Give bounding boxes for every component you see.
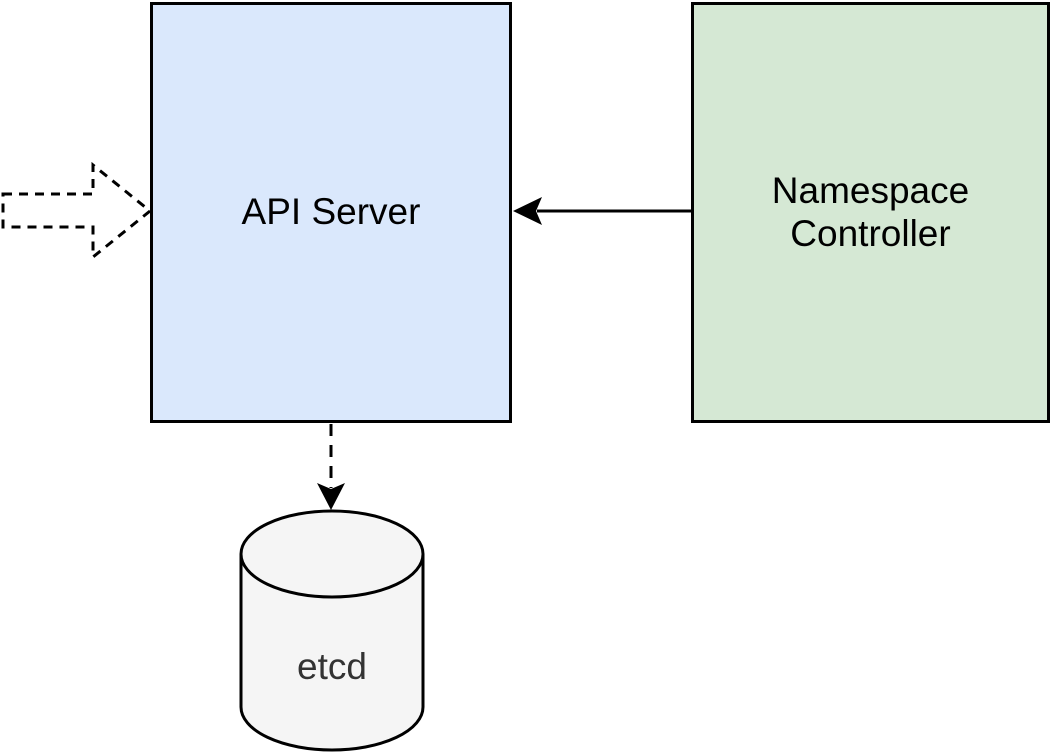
api-server-label: API Server bbox=[241, 191, 421, 233]
cylinder-top-ellipse bbox=[239, 509, 425, 599]
namespace-controller-label: Namespace Controller bbox=[771, 169, 970, 254]
edge-namespace-controller-to-api-server bbox=[513, 197, 691, 225]
external-request-block-arrow-icon bbox=[1, 161, 153, 261]
cylinder-body bbox=[239, 554, 425, 752]
node-namespace-controller: Namespace Controller bbox=[691, 2, 1050, 423]
down-arrowhead-icon bbox=[317, 483, 345, 510]
edge-api-server-to-etcd bbox=[317, 424, 345, 510]
etcd-cylinder-shape bbox=[239, 509, 425, 752]
etcd-label: etcd bbox=[297, 646, 367, 687]
left-arrowhead-icon bbox=[513, 197, 542, 225]
node-api-server: API Server bbox=[150, 2, 512, 423]
